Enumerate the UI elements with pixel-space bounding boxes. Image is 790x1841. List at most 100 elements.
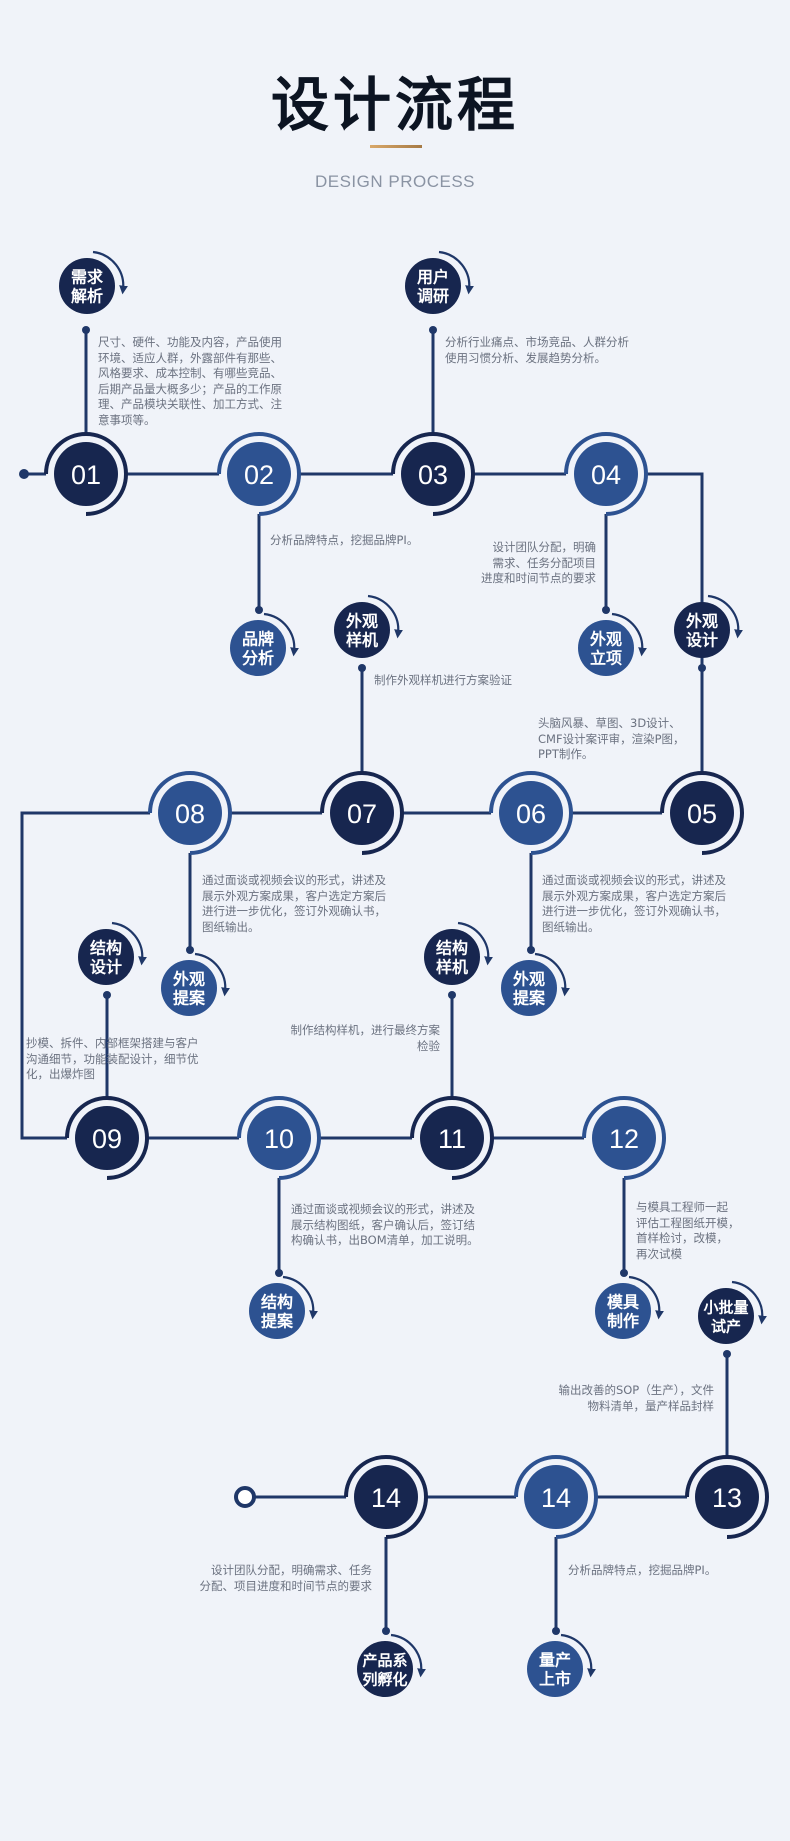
description-b08: 通过面谈或视频会议的形式，讲述及展示外观方案成果，客户选定方案后进行进一步优化，… xyxy=(202,873,386,934)
milestone-disc xyxy=(54,442,118,506)
link-dot-b13 xyxy=(723,1350,731,1358)
description-b01: 尺寸、硬件、功能及内容，产品使用环境、适应人群，外露部件有那些、风格要求、成本控… xyxy=(98,335,282,427)
description-b09: 抄模、拆件、内部框架搭建与客户沟通细节，功能装配设计，细节优化，出爆炸图 xyxy=(26,1036,199,1081)
milestone-ring xyxy=(217,432,301,516)
curved-arrow-icon xyxy=(457,921,493,966)
curved-arrow-icon xyxy=(194,952,230,997)
milestone-ring xyxy=(237,1096,321,1180)
link-dot-b10 xyxy=(275,1269,283,1277)
milestone-m04: 04 xyxy=(564,432,648,516)
milestone-m07: 07 xyxy=(320,771,404,855)
milestone-disc xyxy=(524,1465,588,1529)
description-b13: 输出改善的SOP（生产），文件物料清单，量产样品封样 xyxy=(558,1383,714,1413)
milestone-ring xyxy=(514,1455,598,1539)
branch-label: 设计 xyxy=(90,958,122,977)
milestone-m13: 13 xyxy=(685,1455,769,1539)
branch-disc xyxy=(334,602,390,658)
milestone-m08: 08 xyxy=(148,771,232,855)
branch-disc xyxy=(595,1283,651,1339)
curved-arrow-icon xyxy=(92,250,128,295)
branch-disc xyxy=(405,258,461,314)
branch-label: 外观 xyxy=(685,612,718,631)
title-underline xyxy=(370,145,422,148)
branch-disc xyxy=(78,929,134,985)
milestone-disc xyxy=(670,781,734,845)
description-b03: 分析行业痛点、市场竞品、人群分析使用习惯分析、发展趋势分析。 xyxy=(445,335,629,365)
branch-label: 制作 xyxy=(607,1312,639,1331)
link-dot-b12 xyxy=(620,1269,628,1277)
description-b14a: 分析品牌特点，挖掘品牌PI。 xyxy=(568,1563,717,1577)
link-dot-b02 xyxy=(255,606,263,614)
curved-arrow-icon xyxy=(367,594,403,639)
milestone-number: 04 xyxy=(591,460,621,490)
milestone-disc xyxy=(695,1465,759,1529)
milestone-ring xyxy=(148,771,232,855)
branch-disc xyxy=(424,929,480,985)
timeline-end-marker xyxy=(234,1486,256,1508)
milestone-disc xyxy=(158,781,222,845)
milestone-m06: 06 xyxy=(489,771,573,855)
milestone-disc xyxy=(499,781,563,845)
branch-label: 结构 xyxy=(89,939,122,958)
milestone-m11: 11 xyxy=(410,1096,494,1180)
milestone-ring xyxy=(489,771,573,855)
milestone-m12: 12 xyxy=(582,1096,666,1180)
branch-label: 模具 xyxy=(607,1293,639,1312)
branch-label: 立项 xyxy=(590,649,622,668)
branch-disc xyxy=(578,620,634,676)
page-subtitle: DESIGN PROCESS xyxy=(314,172,476,191)
milestone-disc xyxy=(574,442,638,506)
milestone-number: 01 xyxy=(71,460,101,490)
curved-arrow-icon xyxy=(111,921,147,966)
description-b10: 通过面谈或视频会议的形式，讲述及展示结构图纸，客户确认后，签订结构确认书，出BO… xyxy=(291,1202,479,1247)
milestone-m01: 01 xyxy=(44,432,128,516)
branch-label: 列孵化 xyxy=(362,1671,407,1689)
milestone-number: 07 xyxy=(347,799,377,829)
milestone-ring xyxy=(660,771,744,855)
branch-label: 结构 xyxy=(260,1293,293,1312)
branch-label: 样机 xyxy=(346,631,378,650)
branch-disc xyxy=(357,1641,413,1697)
milestone-m14a: 14 xyxy=(514,1455,598,1539)
milestone-number: 11 xyxy=(438,1124,466,1154)
branch-label: 设计 xyxy=(686,631,718,650)
branch-label: 产品系 xyxy=(362,1652,407,1670)
branch-disc xyxy=(59,258,115,314)
link-dot-b14b xyxy=(382,1627,390,1635)
milestone-disc xyxy=(330,781,394,845)
description-b05: 头脑风暴、草图、3D设计、CMF设计案评审，渲染P图，PPT制作。 xyxy=(538,716,685,761)
description-b12: 与模具工程师一起评估工程图纸开模，首样检讨，改模，再次试模 xyxy=(636,1200,740,1261)
branch-label: 外观 xyxy=(172,970,205,989)
description-b04: 设计团队分配，明确需求、任务分配项目进度和时间节点的要求 xyxy=(481,540,596,585)
milestone-ring xyxy=(410,1096,494,1180)
curved-arrow-icon xyxy=(390,1633,426,1678)
description-b11: 制作结构样机，进行最终方案检验 xyxy=(290,1023,441,1053)
milestone-ring xyxy=(44,432,128,516)
curved-arrow-icon xyxy=(282,1275,318,1320)
branch-disc xyxy=(698,1288,754,1344)
branch-label: 调研 xyxy=(417,287,449,306)
milestone-number: 13 xyxy=(712,1483,742,1513)
milestone-disc xyxy=(354,1465,418,1529)
description-b02: 分析品牌特点，挖掘品牌PI。 xyxy=(270,533,419,547)
milestone-m03: 03 xyxy=(391,432,475,516)
branch-disc xyxy=(674,602,730,658)
branch-label: 用户 xyxy=(417,268,449,287)
branch-label: 提案 xyxy=(173,989,206,1008)
milestone-number: 06 xyxy=(516,799,546,829)
branch-b11: 结构样机 xyxy=(424,921,493,985)
branch-disc xyxy=(501,960,557,1016)
milestone-m10: 10 xyxy=(237,1096,321,1180)
link-dot-b08 xyxy=(186,946,194,954)
branch-disc xyxy=(161,960,217,1016)
curved-arrow-icon xyxy=(731,1280,767,1325)
milestone-number: 08 xyxy=(175,799,205,829)
